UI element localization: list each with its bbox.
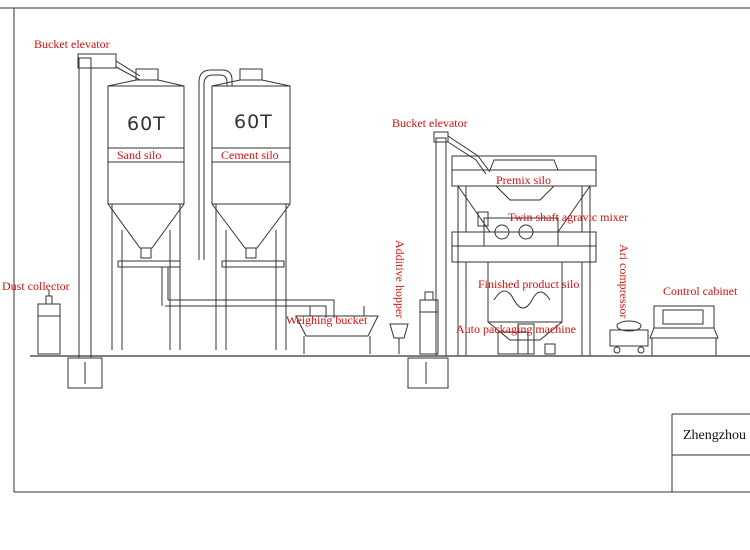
label-twin-shaft-mixer: Twin shaft agravic mixer [508, 210, 629, 224]
label-dust-collector: Dust collector [2, 279, 70, 293]
label-bucket-elevator-right: Bucket elevator [392, 116, 468, 130]
dust-collector-left [37, 290, 61, 355]
label-sand-silo: Sand silo [117, 148, 162, 162]
label-auto-packaging-machine: Auto packaging machine [456, 322, 576, 336]
title-block-frame [671, 413, 750, 492]
control-cabinet [649, 305, 719, 357]
sand-silo [107, 68, 185, 350]
twin-shaft-mixer [477, 211, 559, 247]
weighing-bucket [295, 306, 379, 354]
label-finished-product-silo: Finished product silo [478, 277, 580, 291]
mixing-tower [451, 155, 597, 356]
conveying-pipe [198, 69, 233, 260]
cement-silo-capacity: 60T [234, 111, 273, 133]
air-compressor [609, 320, 649, 354]
label-additive-hopper: Additive hopper [393, 240, 407, 319]
title-block-company: Zhengzhou [683, 428, 746, 443]
sand-silo-capacity: 60T [127, 113, 166, 135]
label-weighing-bucket: Weighing bucket [286, 313, 368, 327]
label-air-compressor: Ari compressor [617, 244, 631, 319]
label-cement-silo: Cement silo [221, 148, 279, 162]
label-bucket-elevator-left: Bucket elevator [34, 37, 110, 51]
label-premix-silo: Premix silo [496, 173, 552, 187]
finished-product-silo [487, 261, 563, 341]
auto-packaging-machine [497, 323, 556, 355]
label-control-cabinet: Control cabinet [663, 284, 738, 298]
screw-feed-line [165, 305, 327, 318]
bucket-elevator-left [67, 53, 141, 389]
additive-hopper-unit [389, 291, 439, 355]
cement-silo [211, 68, 291, 350]
